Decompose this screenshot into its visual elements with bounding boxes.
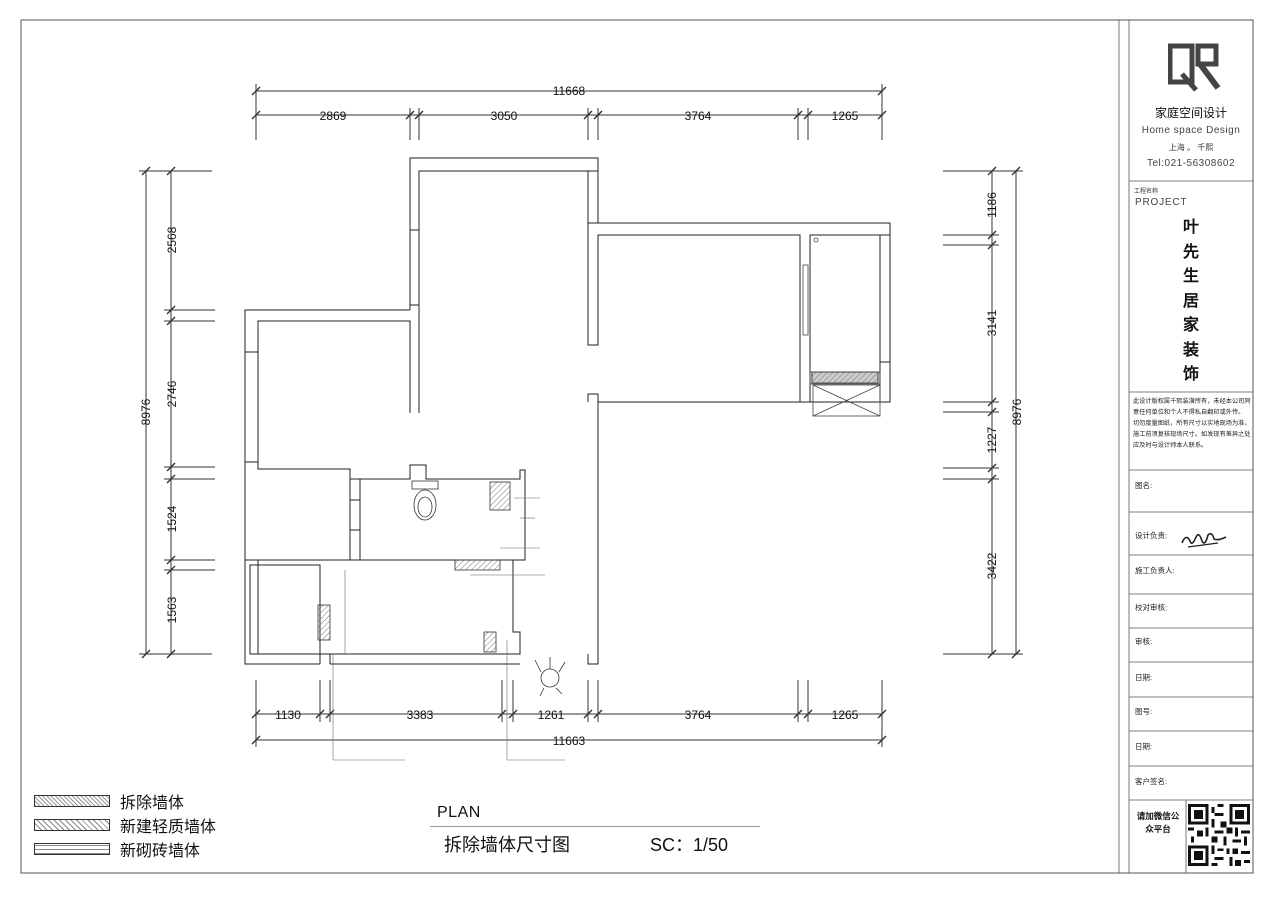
field-review: 校对审核: — [1135, 603, 1168, 612]
legend-label: 新建轻质墙体 — [120, 819, 217, 836]
legend-label: 拆除墙体 — [120, 795, 185, 812]
project-name-char: 装 — [1182, 341, 1199, 359]
bottom-dimension-lines — [251, 680, 887, 747]
project-name-char: 先 — [1182, 243, 1199, 261]
entrance-plant-symbol — [534, 657, 566, 697]
right-dimension-2: 3141 — [985, 309, 999, 336]
right-dimension-lines — [943, 166, 1023, 659]
left-dimension-4: 1563 — [165, 596, 179, 623]
project-name-char: 饰 — [1182, 366, 1199, 383]
plan-label: PLAN — [437, 804, 481, 821]
demolish-pattern-icon — [34, 795, 110, 807]
bottom-total-dimension: 11663 — [553, 734, 586, 748]
company-name: 家庭空间设计 — [1154, 106, 1227, 120]
wardrobe — [802, 237, 881, 417]
field-designer: 设计负责: — [1135, 531, 1168, 540]
top-dimension-1: 2869 — [320, 109, 347, 123]
field-approval: 审核: — [1135, 637, 1153, 646]
copyright-notice: 此设计版权属千熙装潢所有，未经本公司同意任何单位和个人不得私自翻印或外传。 切勿… — [1133, 398, 1251, 449]
left-dimension-3: 1524 — [165, 505, 179, 532]
left-dimension-2: 2746 — [165, 380, 179, 407]
field-date-2: 日期: — [1135, 742, 1153, 751]
bottom-dimension-4: 3764 — [685, 708, 712, 722]
bottom-dimension-5: 1265 — [832, 708, 859, 722]
top-dimension-4: 1265 — [832, 109, 859, 123]
brick-wall-pattern-icon — [34, 843, 110, 855]
project-name: 叶 先 生 居 家 装 饰 — [1176, 216, 1206, 388]
company-name-en: Home space Design — [1141, 125, 1241, 136]
demolished-walls — [317, 371, 879, 653]
company-tel: Tel:021-56308602 — [1146, 158, 1236, 169]
plan-title-divider — [430, 826, 760, 827]
right-dimension-1: 1186 — [985, 192, 999, 218]
plan-title: 拆除墙体尺寸图 — [444, 835, 570, 855]
annotation-marks — [332, 497, 565, 761]
project-name-char: 叶 — [1182, 219, 1199, 236]
project-name-char: 居 — [1182, 292, 1199, 310]
bottom-dimension-2: 3383 — [407, 708, 434, 722]
company-city: 上海 。 千熙 — [1168, 143, 1214, 152]
project-label-en: PROJECT — [1135, 197, 1188, 208]
legend-item-light-wall: 新建轻质墙体 — [34, 816, 217, 836]
project-name-char: 生 — [1182, 268, 1199, 285]
title-block-lines — [1118, 20, 1253, 873]
designer-signature — [1181, 532, 1227, 548]
top-dimension-2: 3050 — [491, 109, 518, 123]
bottom-dimension-1: 1130 — [275, 708, 301, 722]
field-drawing-name: 图名: — [1135, 481, 1153, 490]
right-dimension-4: 3422 — [985, 552, 999, 579]
legend-item-demolish: 拆除墙体 — [34, 792, 185, 812]
qr-code-icon — [1188, 804, 1250, 866]
wall-outline — [244, 157, 891, 665]
left-total-dimension: 8976 — [139, 398, 153, 425]
left-dimension-lines — [139, 166, 215, 659]
plan-scale: SC：1/50 — [650, 835, 729, 855]
bottom-dimension-3: 1261 — [538, 708, 565, 722]
top-dimension-lines — [251, 84, 887, 140]
project-name-char: 家 — [1182, 317, 1199, 334]
sheet-frame — [20, 19, 1254, 874]
light-wall-pattern-icon — [34, 819, 110, 831]
company-logo-icon — [1168, 43, 1221, 92]
field-date-1: 日期: — [1135, 673, 1153, 682]
field-construction-lead: 施工负责人: — [1135, 566, 1175, 575]
field-client-signature: 客户签名: — [1135, 777, 1168, 786]
project-label: 工程名称 — [1134, 189, 1159, 195]
legend-label: 新砌砖墙体 — [120, 843, 201, 860]
right-total-dimension: 8976 — [1010, 398, 1024, 425]
wechat-label: 请加微信公众平台 — [1136, 811, 1180, 834]
legend-item-brick-wall: 新砌砖墙体 — [34, 840, 201, 860]
top-total-dimension: 11668 — [553, 84, 586, 98]
left-dimension-1: 2568 — [165, 226, 179, 253]
field-drawing-number: 图号: — [1135, 707, 1153, 716]
right-dimension-3: 1227 — [985, 426, 999, 453]
toilet-fixture — [411, 480, 439, 521]
top-dimension-3: 3764 — [685, 109, 712, 123]
